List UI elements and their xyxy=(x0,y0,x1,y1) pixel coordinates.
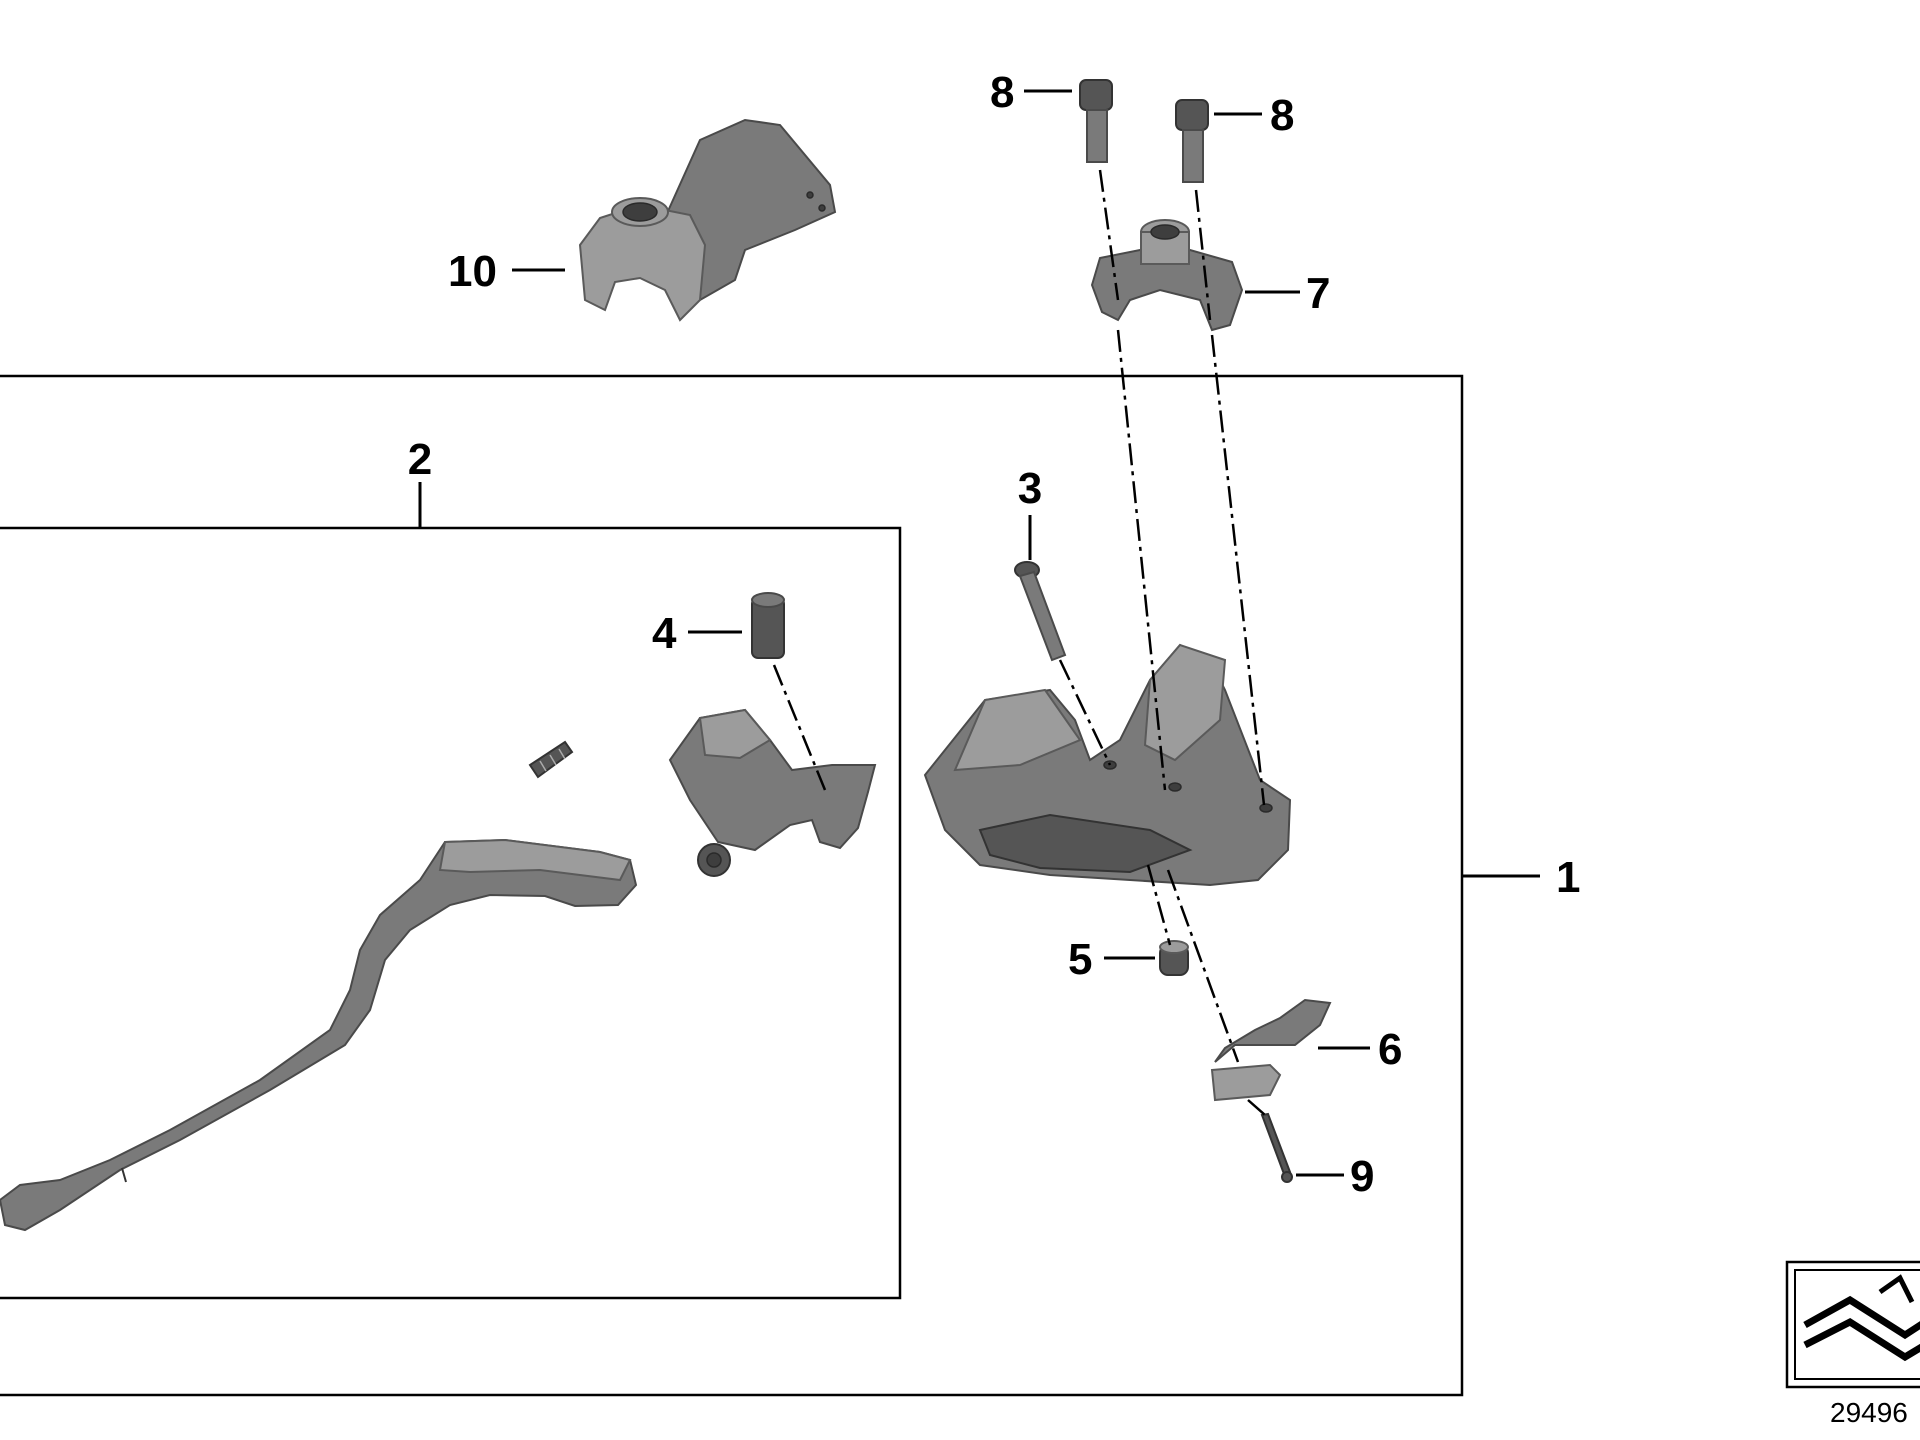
part-3-pin xyxy=(1014,561,1067,662)
axis-bushing-5 xyxy=(1146,864,1172,946)
callout-4: 4 xyxy=(652,609,677,658)
part-6-switch-bracket xyxy=(1210,998,1332,1102)
part-4-sleeve xyxy=(751,592,785,659)
axis-bracket-6-9 xyxy=(1166,869,1240,1063)
callout-9: 9 xyxy=(1350,1152,1374,1201)
part-2-hand-lever xyxy=(0,838,638,1232)
callout-2: 2 xyxy=(408,435,432,484)
axis-screw-9 xyxy=(1247,1099,1266,1116)
axis-sleeve-4 xyxy=(772,664,827,791)
callout-1: 1 xyxy=(1556,853,1580,902)
callout-6: 6 xyxy=(1378,1025,1402,1074)
axis-pin-3 xyxy=(1058,659,1112,766)
assembly-frame-1 xyxy=(0,374,1464,1397)
axis-screw-8-left xyxy=(1098,169,1120,301)
callout-5: 5 xyxy=(1068,935,1092,984)
callout-10: 10 xyxy=(448,247,497,296)
part-8-screw-left xyxy=(1079,79,1113,163)
callout-8-left: 8 xyxy=(990,68,1014,117)
part-8-screw-right xyxy=(1175,99,1209,183)
subassembly-frame-2 xyxy=(0,526,902,1300)
axis-clamp-left xyxy=(1116,329,1167,791)
part-10-clamp-bracket xyxy=(578,118,837,322)
axis-screw-8-right xyxy=(1194,189,1212,321)
part-2-adjuster-body xyxy=(668,708,877,877)
part-1-lever-housing xyxy=(923,643,1292,887)
callout-3: 3 xyxy=(1018,464,1042,513)
callout-7: 7 xyxy=(1306,269,1330,318)
axis-clamp-right xyxy=(1210,334,1266,806)
drawing-code: 29496 xyxy=(1830,1397,1908,1428)
part-2-spring xyxy=(528,740,574,779)
part-5-bushing xyxy=(1159,940,1189,976)
part-9-small-screw xyxy=(1260,1112,1293,1183)
orientation-symbol xyxy=(1785,1260,1920,1389)
callout-8-right: 8 xyxy=(1270,91,1294,140)
